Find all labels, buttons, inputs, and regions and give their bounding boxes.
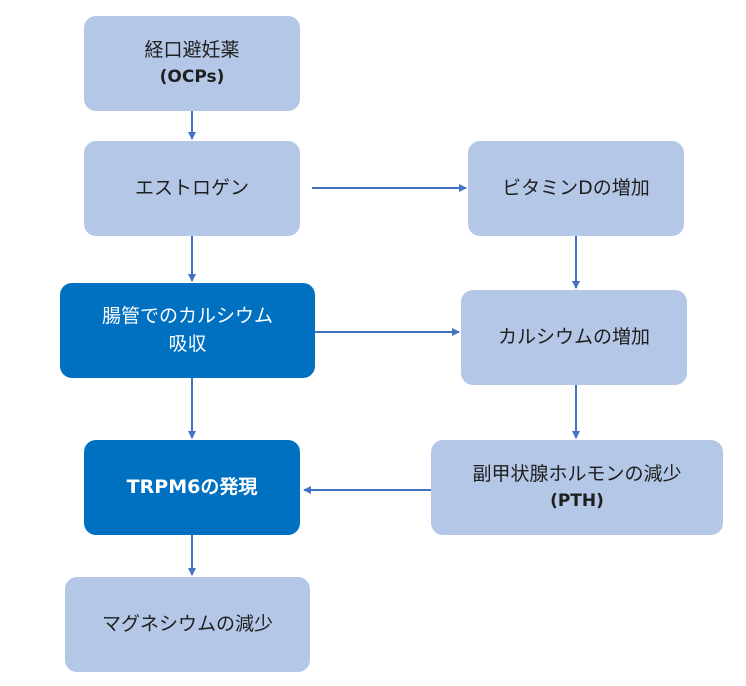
node-intestinal-calcium-absorption: 腸管でのカルシウム 吸収 bbox=[60, 283, 315, 378]
node-label: 経口避妊薬 bbox=[144, 39, 240, 62]
node-sublabel: (OCPs) bbox=[159, 66, 225, 87]
node-estrogen: エストロゲン bbox=[84, 141, 300, 236]
node-label: マグネシウムの減少 bbox=[101, 612, 273, 635]
node-sublabel: (PTH) bbox=[550, 490, 604, 511]
node-vitamin-d-increase: ビタミンDの増加 bbox=[468, 141, 684, 236]
node-label: ビタミンDの増加 bbox=[502, 176, 650, 199]
node-label: TRPM6の発現 bbox=[126, 475, 258, 498]
node-label: エストロゲン bbox=[134, 176, 249, 199]
node-label: 副甲状腺ホルモンの減少 bbox=[472, 463, 682, 486]
node-oral-contraceptives: 経口避妊薬 (OCPs) bbox=[84, 16, 300, 111]
node-label: カルシウムの増加 bbox=[497, 325, 650, 348]
node-pth-decrease: 副甲状腺ホルモンの減少 (PTH) bbox=[431, 440, 723, 535]
node-calcium-increase: カルシウムの増加 bbox=[461, 290, 687, 385]
node-label-line2: 吸収 bbox=[168, 332, 207, 355]
node-label: 腸管でのカルシウム bbox=[101, 304, 273, 327]
node-trpm6-expression: TRPM6の発現 bbox=[84, 440, 300, 535]
node-magnesium-decrease: マグネシウムの減少 bbox=[65, 577, 310, 672]
